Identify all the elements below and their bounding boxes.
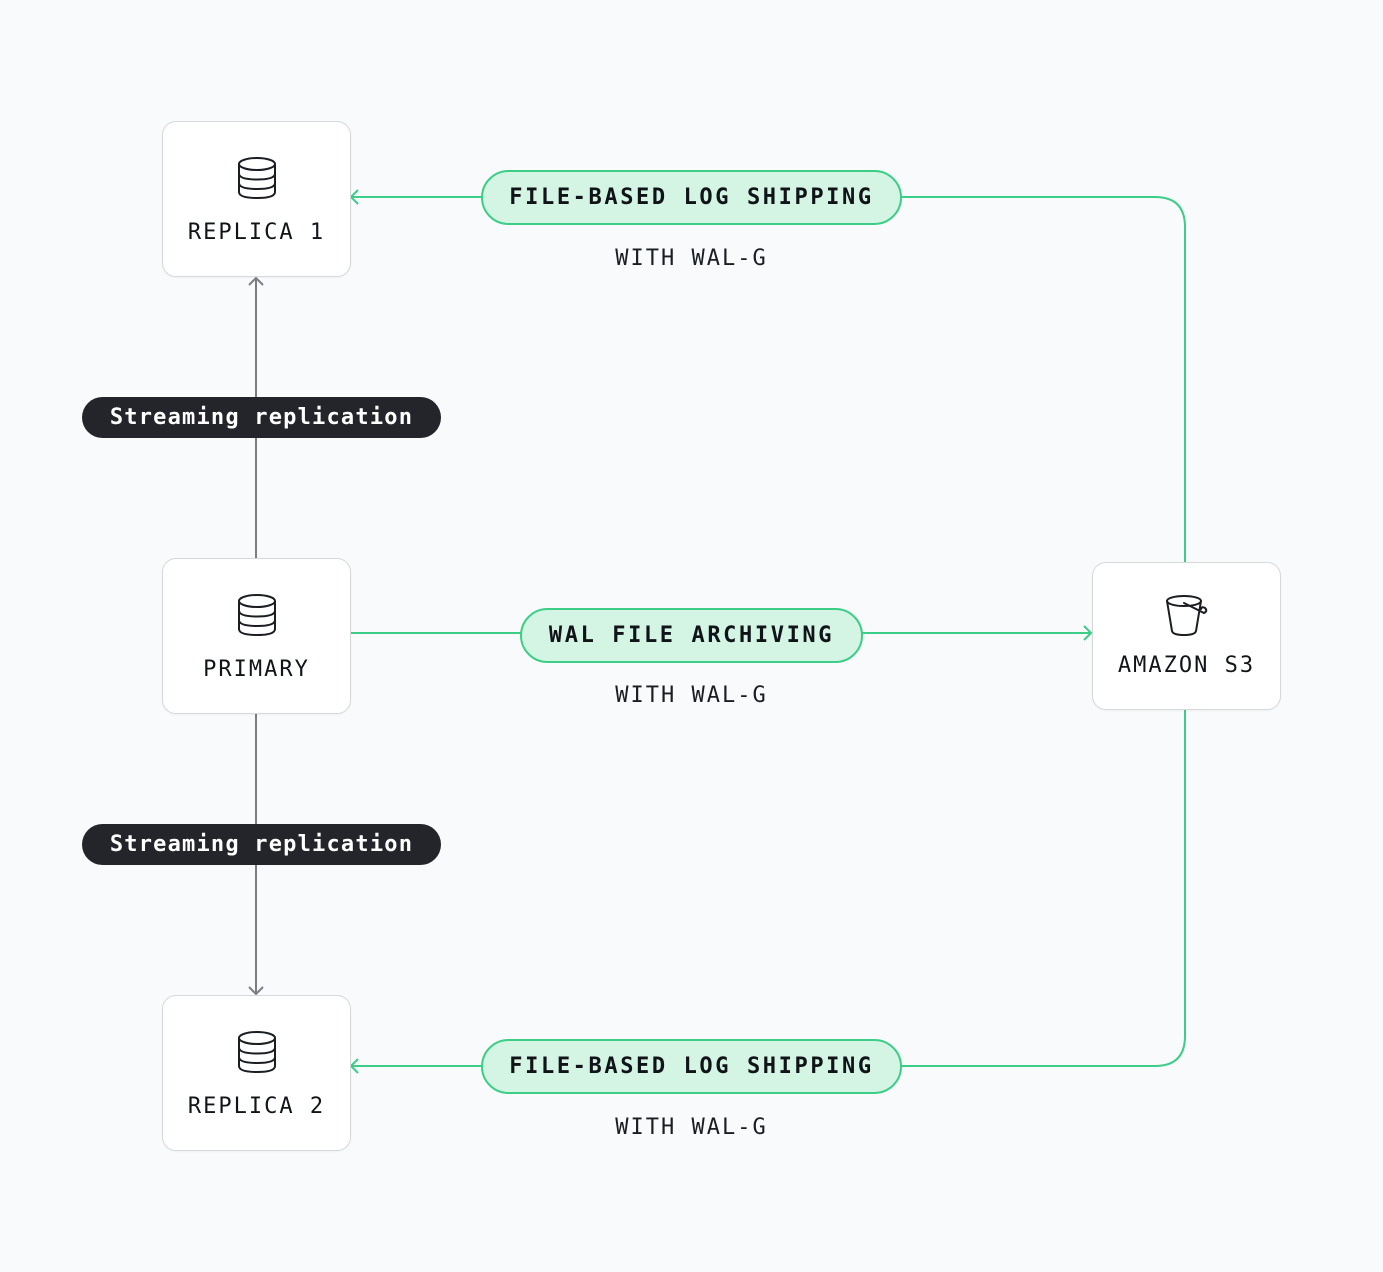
bucket-icon [1165,595,1207,637]
database-icon [237,157,276,200]
replica-1-node[interactable]: REPLICA 1 [162,121,351,277]
shipping-line-top [349,189,1186,562]
file-based-log-shipping-bottom-pill: FILE-BASED LOG SHIPPING [481,1039,902,1094]
streaming-replication-bottom-pill: Streaming replication [82,824,441,865]
node-label: REPLICA 1 [187,220,326,245]
database-icon [237,1031,276,1074]
wal-file-archiving-pill: WAL FILE ARCHIVING [520,608,863,663]
replica-2-node[interactable]: REPLICA 2 [162,995,351,1151]
with-wal-g-bottom-label: WITH WAL-G [615,1115,768,1140]
node-label: PRIMARY [203,657,310,682]
with-wal-g-middle-label: WITH WAL-G [615,683,768,708]
file-based-log-shipping-top-pill: FILE-BASED LOG SHIPPING [481,170,902,225]
node-label: AMAZON S3 [1117,653,1256,678]
with-wal-g-top-label: WITH WAL-G [615,246,768,271]
primary-node[interactable]: PRIMARY [162,558,351,714]
database-icon [237,594,276,637]
shipping-line-bottom [349,710,1186,1074]
node-label: REPLICA 2 [187,1094,326,1119]
streaming-replication-top-pill: Streaming replication [82,397,441,438]
amazon-s3-node[interactable]: AMAZON S3 [1092,562,1281,710]
